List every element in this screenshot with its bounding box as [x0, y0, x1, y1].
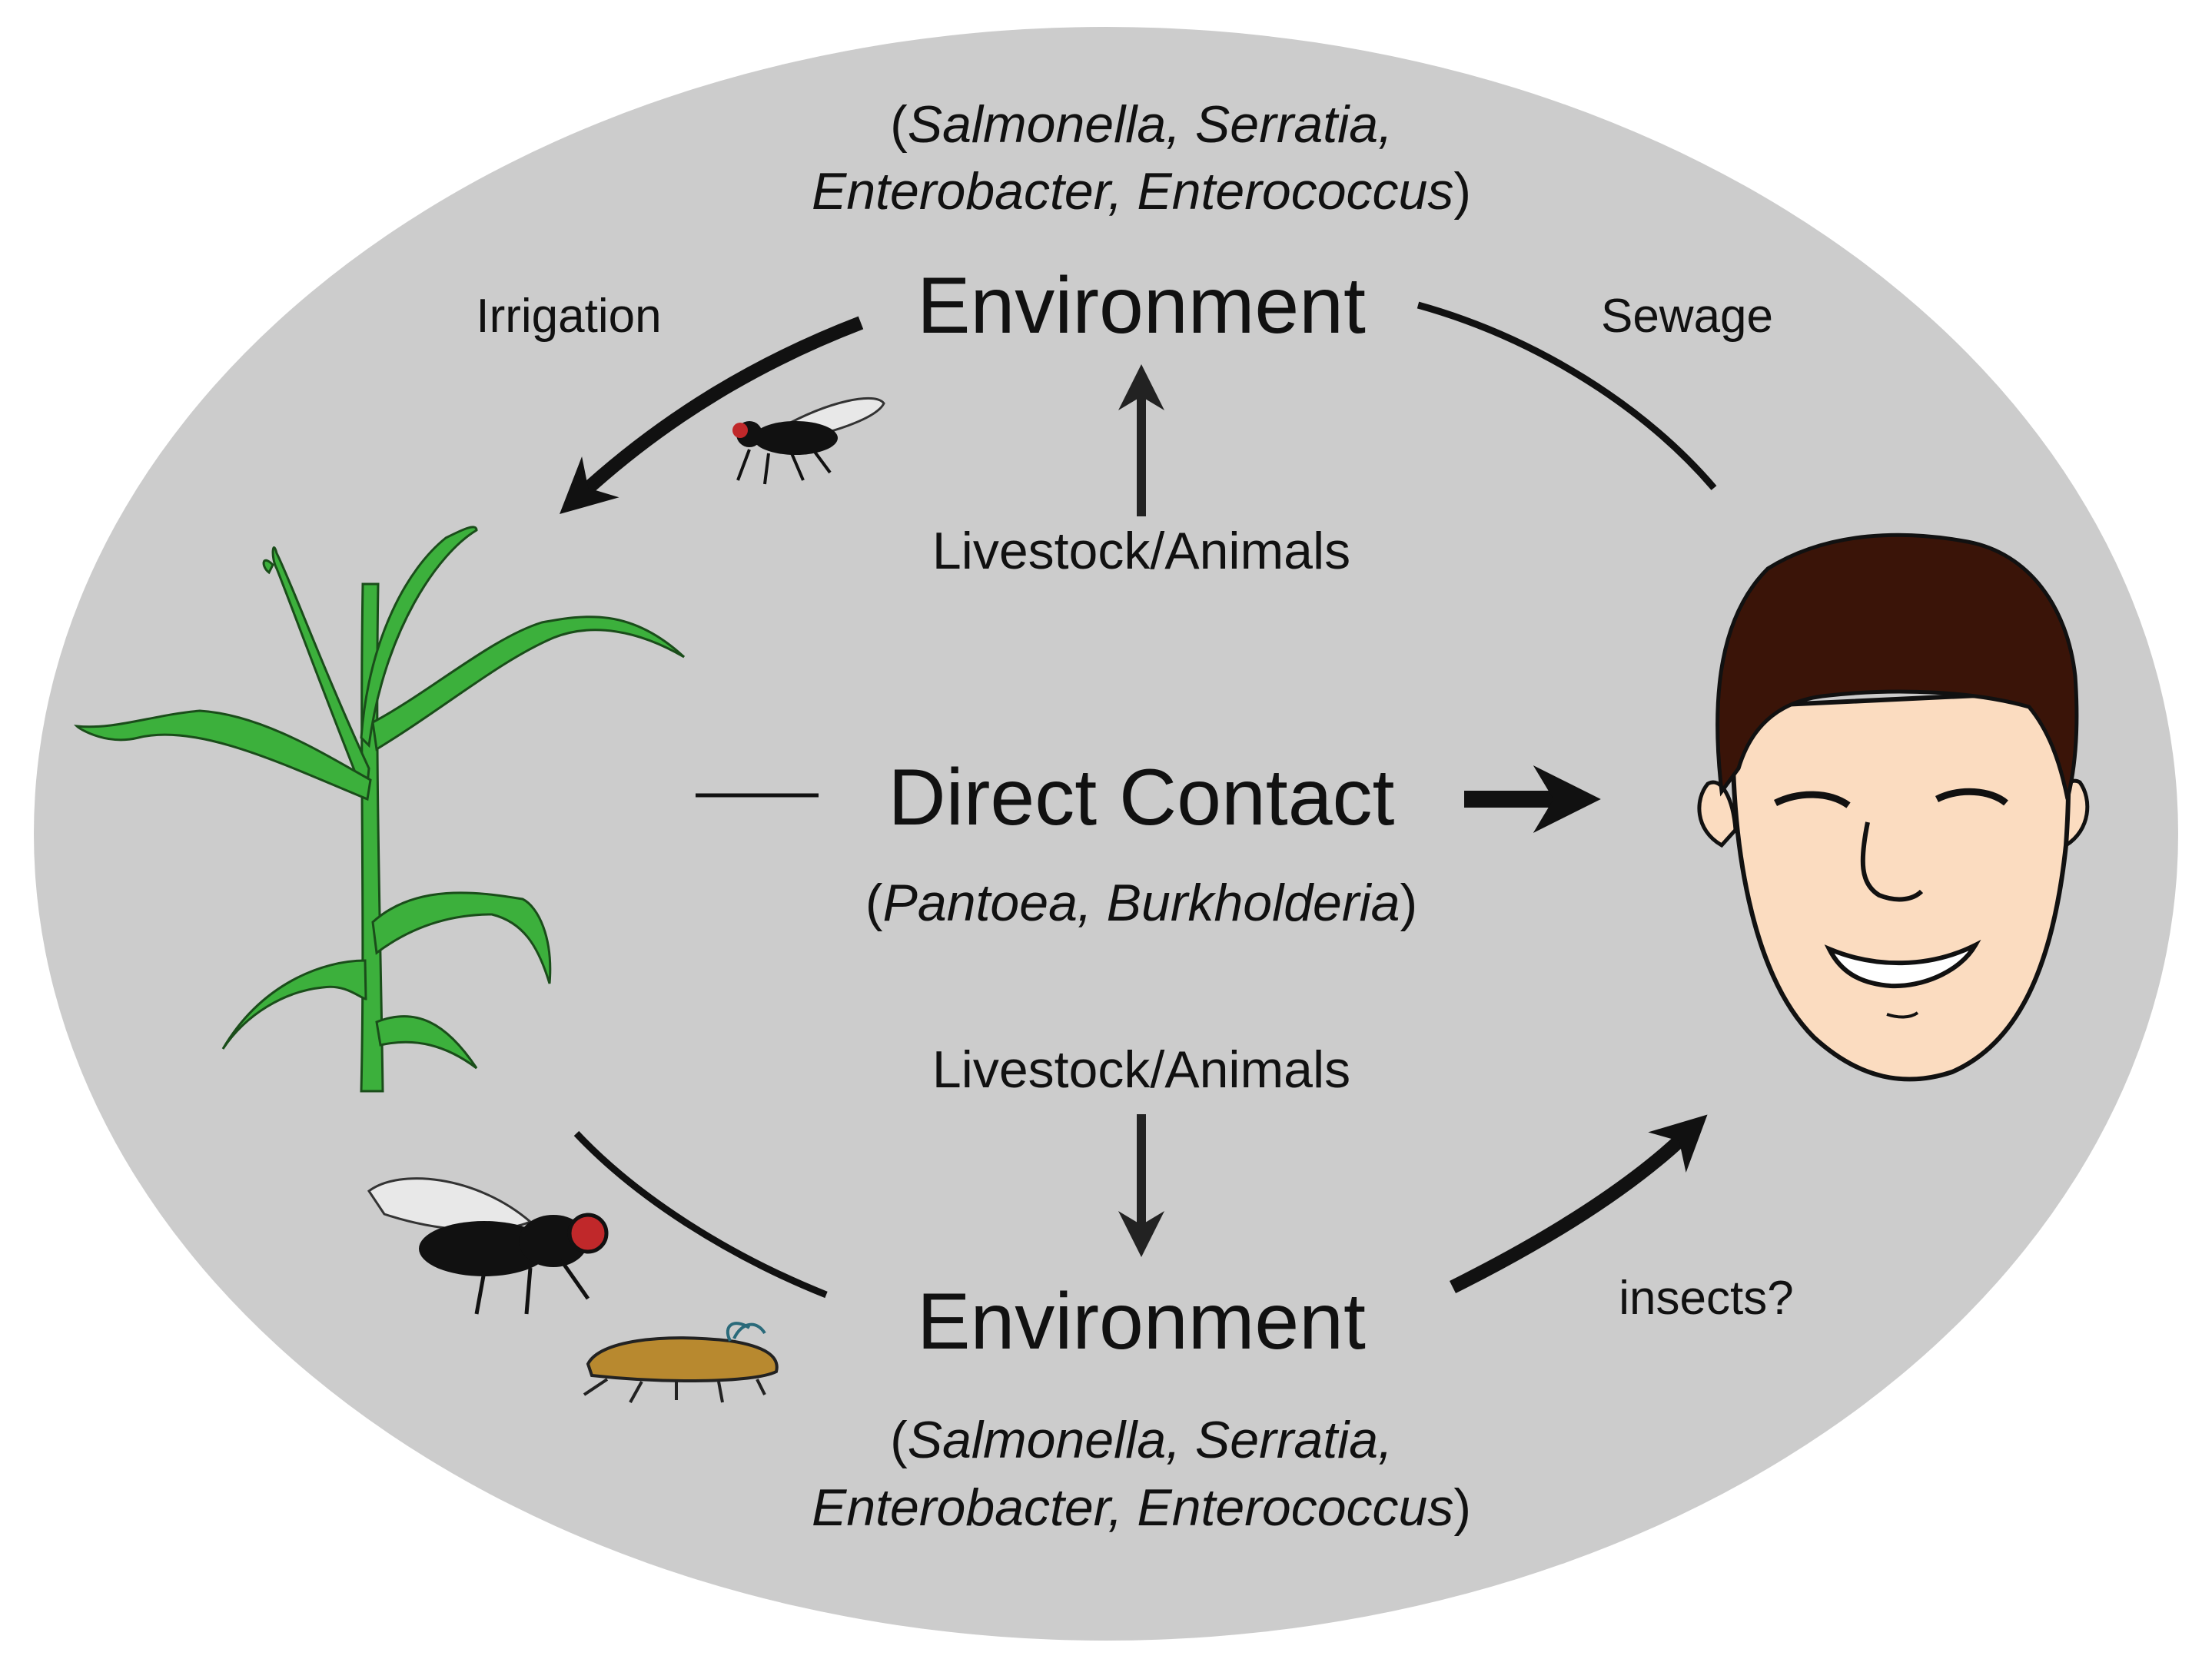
irrigation-label: Irrigation: [476, 290, 661, 343]
corn-plant-icon: [73, 526, 686, 1093]
fly-icon: [732, 397, 885, 485]
human-face-icon: [1697, 533, 2090, 1082]
fly-icon: [367, 1177, 609, 1315]
irrigation-arrow: [560, 316, 864, 515]
top-genera-line1: (Salmonella, Serratia,: [890, 95, 1393, 154]
direct-contact-label: Direct Contact: [888, 753, 1395, 842]
sewage-arc: [1417, 301, 1717, 490]
plant-environment-arc: [573, 1130, 828, 1299]
beetle-icon: [583, 1322, 779, 1403]
environment-top-label: Environment: [917, 261, 1366, 350]
insects-arrow: [1449, 1114, 1708, 1294]
sewage-label: Sewage: [1601, 290, 1773, 343]
top-genera-line2: Enterobacter, Enterococcus): [812, 162, 1471, 221]
bottom-genera-line1: (Salmonella, Serratia,: [890, 1411, 1393, 1469]
environment-bottom-label: Environment: [917, 1277, 1366, 1366]
insects-label: insects?: [1619, 1272, 1793, 1325]
direct-genera: (Pantoea, Burkholderia): [865, 874, 1417, 932]
livestock-top-label: Livestock/Animals: [932, 522, 1350, 580]
bottom-genera-line2: Enterobacter, Enterococcus): [812, 1478, 1471, 1537]
livestock-bottom-label: Livestock/Animals: [932, 1040, 1350, 1099]
